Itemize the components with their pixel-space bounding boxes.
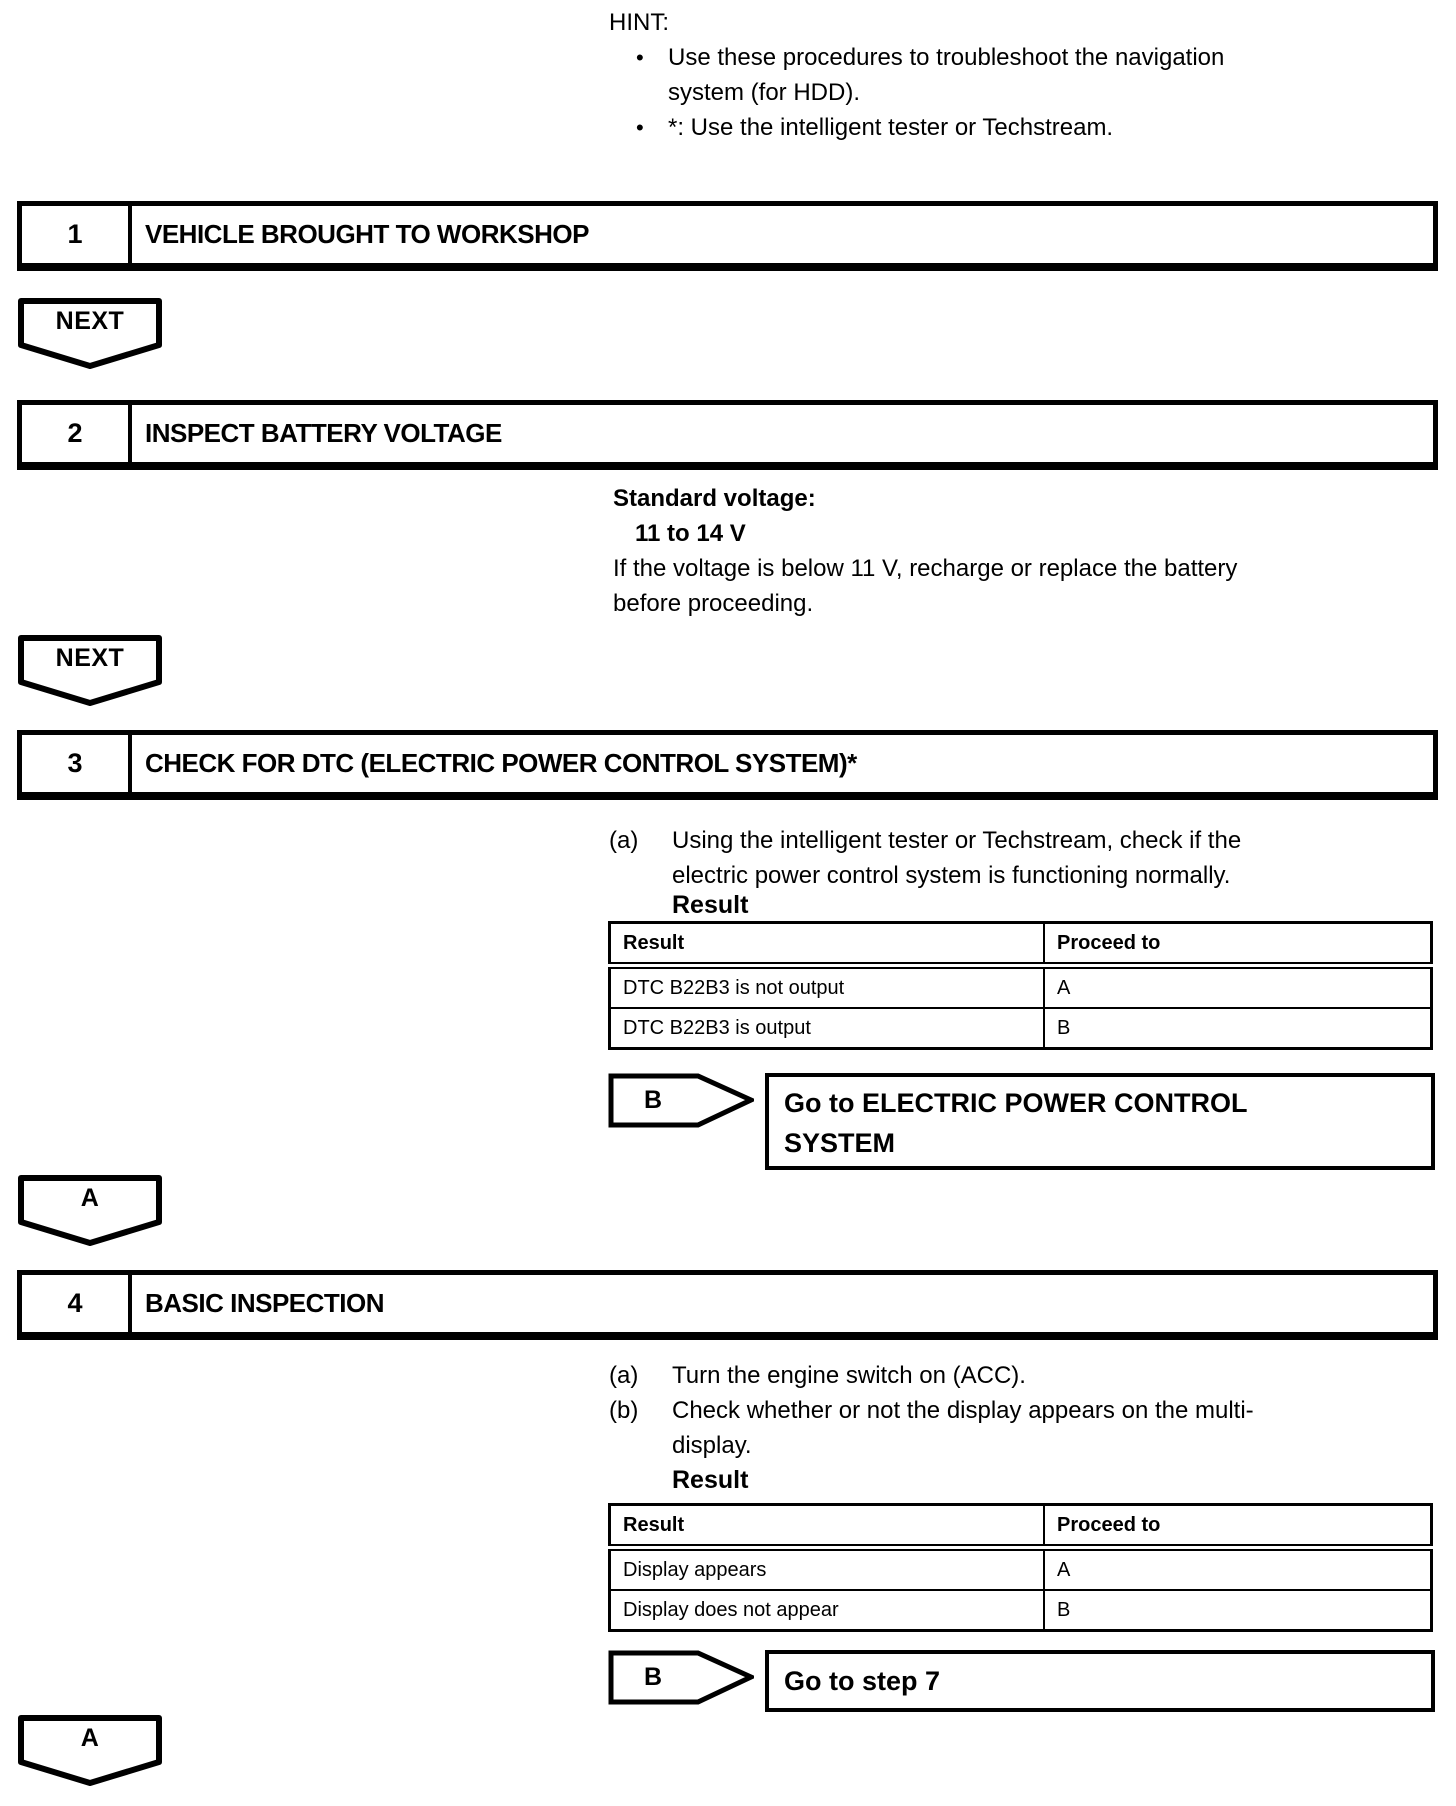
table-header-row: Result Proceed to bbox=[608, 1503, 1433, 1551]
step-1-header: 1 VEHICLE BROUGHT TO WORKSHOP bbox=[17, 201, 1438, 271]
branch-pointer: B bbox=[608, 1650, 754, 1705]
branch-b-step3: B Go to ELECTRIC POWER CONTROL SYSTEM bbox=[608, 1073, 1435, 1170]
spec-value: 11 to 14 V bbox=[635, 520, 746, 547]
step-title: CHECK FOR DTC (ELECTRIC POWER CONTROL SY… bbox=[145, 748, 857, 778]
procedure-item-b: (b) Check whether or not the display app… bbox=[609, 1393, 1267, 1463]
hint-bullet-2: • *: Use the intelligent tester or Techs… bbox=[636, 110, 1268, 145]
table-header-row: Result Proceed to bbox=[608, 921, 1433, 969]
proceed-cell: B bbox=[1043, 1589, 1433, 1632]
goto-box: Go to step 7 bbox=[765, 1650, 1435, 1712]
proceed-cell: B bbox=[1043, 1007, 1433, 1050]
branch-b-step4: B Go to step 7 bbox=[608, 1650, 1435, 1712]
down-arrow-icon bbox=[18, 1175, 162, 1246]
result-cell: Display appears bbox=[608, 1546, 1045, 1591]
table-row: DTC B22B3 is not output A bbox=[608, 964, 1433, 1009]
step-title: VEHICLE BROUGHT TO WORKSHOP bbox=[145, 219, 589, 249]
down-arrow-icon bbox=[18, 1715, 162, 1786]
bullet-icon: • bbox=[636, 45, 644, 70]
next-connector-2: NEXT bbox=[18, 635, 162, 706]
right-arrow-icon bbox=[608, 1650, 754, 1705]
item-marker: (a) bbox=[609, 827, 639, 854]
result-cell: DTC B22B3 is not output bbox=[608, 964, 1045, 1009]
col-header-result: Result bbox=[608, 1503, 1045, 1551]
connector-label: NEXT bbox=[55, 307, 125, 335]
step-number: 4 bbox=[22, 1275, 132, 1332]
result-cell: Display does not appear bbox=[608, 1589, 1045, 1632]
procedure-item-a: (a) Turn the engine switch on (ACC). bbox=[609, 1358, 1267, 1393]
down-arrow-icon bbox=[18, 635, 162, 706]
goto-box: Go to ELECTRIC POWER CONTROL SYSTEM bbox=[765, 1073, 1435, 1170]
table-row: Display appears A bbox=[608, 1546, 1433, 1591]
spec-note: If the voltage is below 11 V, recharge o… bbox=[613, 555, 1238, 617]
right-arrow-icon bbox=[608, 1073, 754, 1128]
result-label: Result bbox=[672, 1466, 749, 1494]
procedure-item-a: (a) Using the intelligent tester or Tech… bbox=[609, 823, 1267, 893]
step-title: BASIC INSPECTION bbox=[145, 1288, 385, 1318]
step-4-header: 4 BASIC INSPECTION bbox=[17, 1270, 1438, 1340]
col-header-proceed-to: Proceed to bbox=[1043, 921, 1433, 969]
item-text: Check whether or not the display appears… bbox=[672, 1397, 1254, 1459]
hint-bullet-1: • Use these procedures to troubleshoot t… bbox=[636, 40, 1268, 110]
step-3-content: (a) Using the intelligent tester or Tech… bbox=[609, 823, 1267, 893]
next-connector-1: NEXT bbox=[18, 298, 162, 369]
down-arrow-icon bbox=[18, 298, 162, 369]
branch-pointer: B bbox=[608, 1073, 754, 1128]
result-table-step3: Result Proceed to DTC B22B3 is not outpu… bbox=[608, 921, 1433, 1050]
spec-label: Standard voltage: bbox=[613, 485, 816, 512]
item-marker: (a) bbox=[609, 1362, 639, 1389]
col-header-result: Result bbox=[608, 921, 1045, 969]
step-title: INSPECT BATTERY VOLTAGE bbox=[145, 418, 502, 448]
item-text: Turn the engine switch on (ACC). bbox=[672, 1362, 1026, 1389]
branch-label: B bbox=[643, 1086, 663, 1114]
item-text: Using the intelligent tester or Techstre… bbox=[672, 827, 1242, 889]
result-table-step4: Result Proceed to Display appears A Disp… bbox=[608, 1503, 1433, 1632]
a-connector-1: A bbox=[18, 1175, 162, 1246]
step-2-content: Standard voltage: 11 to 14 V If the volt… bbox=[613, 481, 1273, 621]
connector-label: NEXT bbox=[55, 644, 125, 672]
goto-text: Go to ELECTRIC POWER CONTROL SYSTEM bbox=[784, 1088, 1247, 1158]
step-3-header: 3 CHECK FOR DTC (ELECTRIC POWER CONTROL … bbox=[17, 730, 1438, 800]
step-2-header: 2 INSPECT BATTERY VOLTAGE bbox=[17, 400, 1438, 470]
bullet-icon: • bbox=[636, 115, 644, 140]
table-row: DTC B22B3 is output B bbox=[608, 1007, 1433, 1050]
hint-bullet-text: Use these procedures to troubleshoot the… bbox=[668, 44, 1225, 106]
connector-label: A bbox=[80, 1184, 100, 1212]
a-connector-2: A bbox=[18, 1715, 162, 1786]
connector-label: A bbox=[80, 1724, 100, 1752]
hint-block: HINT: • Use these procedures to troubles… bbox=[609, 5, 1268, 145]
result-cell: DTC B22B3 is output bbox=[608, 1007, 1045, 1050]
hint-bullet-text: *: Use the intelligent tester or Techstr… bbox=[668, 114, 1114, 141]
result-label: Result bbox=[672, 891, 749, 919]
proceed-cell: A bbox=[1043, 964, 1433, 1009]
table-row: Display does not appear B bbox=[608, 1589, 1433, 1632]
item-marker: (b) bbox=[609, 1397, 639, 1424]
step-4-content: (a) Turn the engine switch on (ACC). (b)… bbox=[609, 1358, 1267, 1463]
proceed-cell: A bbox=[1043, 1546, 1433, 1591]
hint-label: HINT: bbox=[609, 9, 669, 36]
col-header-proceed-to: Proceed to bbox=[1043, 1503, 1433, 1551]
step-number: 1 bbox=[22, 206, 132, 263]
branch-label: B bbox=[643, 1663, 663, 1691]
step-number: 3 bbox=[22, 735, 132, 792]
goto-text: Go to step 7 bbox=[784, 1666, 941, 1696]
step-number: 2 bbox=[22, 405, 132, 462]
